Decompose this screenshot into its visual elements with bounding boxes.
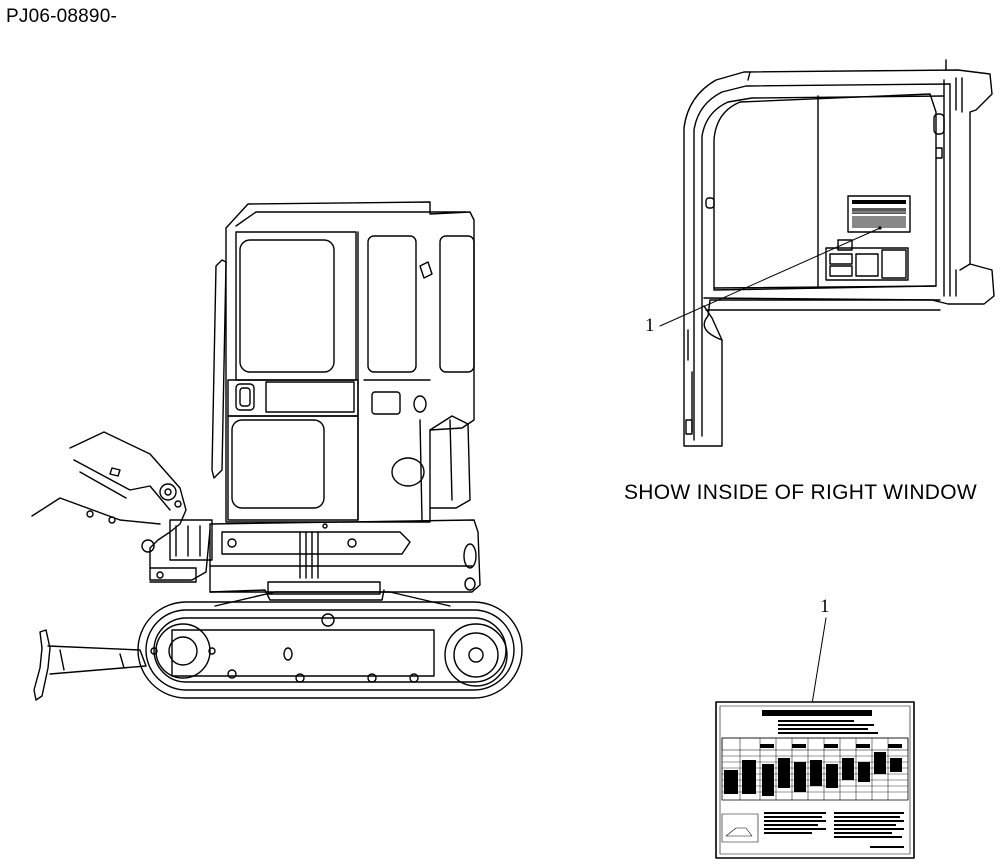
- cab-interior-view: [659, 59, 995, 447]
- leader-line-decal: [811, 617, 827, 705]
- cab: [211, 201, 475, 523]
- crawler-track: [137, 591, 523, 699]
- upper-frame: [209, 519, 481, 601]
- excavator-side-view: [31, 201, 523, 701]
- callout-number-cab-view: 1: [645, 315, 655, 336]
- dozer-blade: [33, 629, 147, 701]
- view-caption: SHOW INSIDE OF RIGHT WINDOW: [624, 481, 978, 504]
- decal-location-in-cab: [847, 195, 911, 233]
- part-number: PJ06-08890-: [6, 6, 117, 27]
- leader-line-cab: [659, 227, 881, 327]
- lifting-capacity-decal: [715, 617, 915, 859]
- boom-and-arm: [31, 431, 213, 583]
- callout-number-decal: 1: [820, 596, 830, 617]
